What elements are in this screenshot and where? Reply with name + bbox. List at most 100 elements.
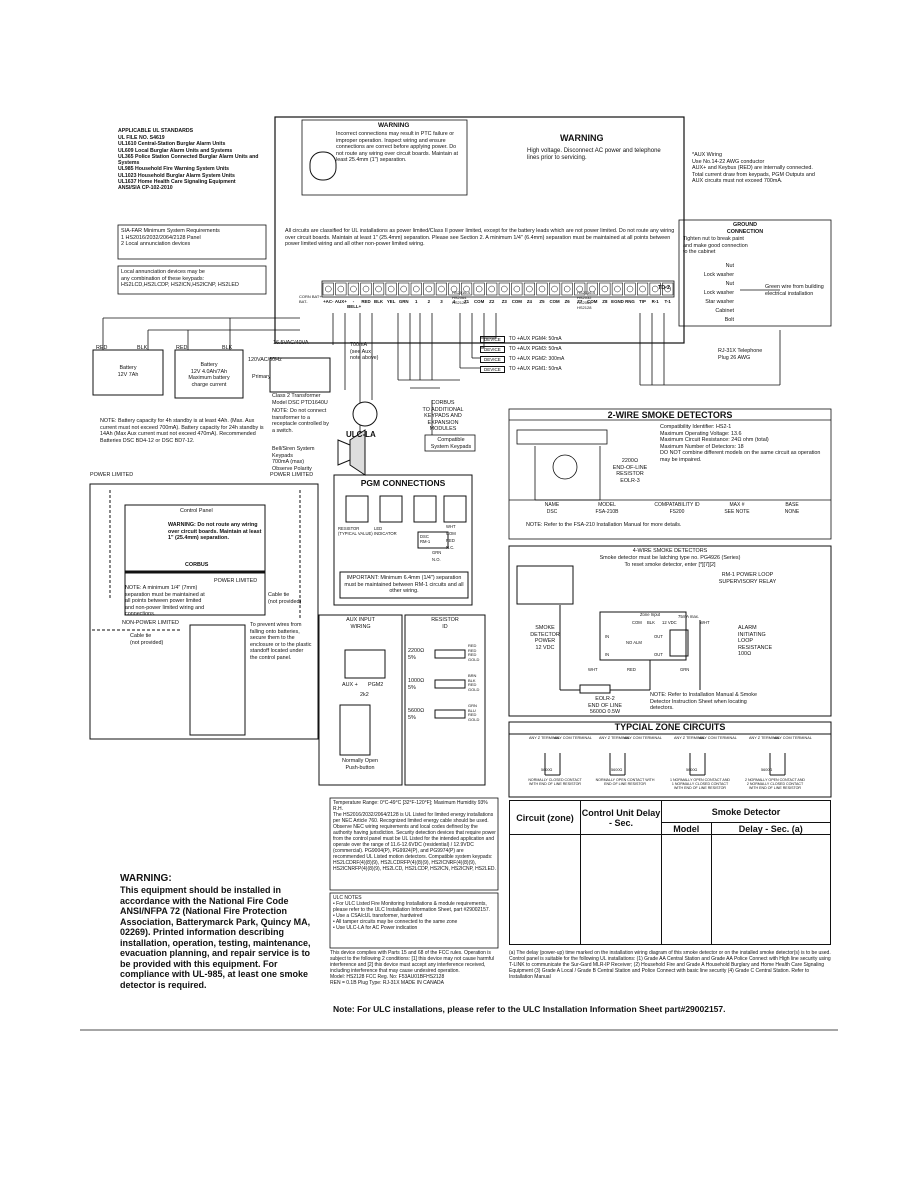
four-wire-label: IN: [605, 652, 610, 657]
zone-term-label: ANY Z TERMINAL: [749, 736, 781, 740]
four-wire-title: 4-WIRE SMOKE DETECTORS: [632, 548, 708, 554]
pgm-label: N.O.: [432, 557, 441, 562]
two-wire-table-value: SEE NOTE: [724, 509, 750, 515]
smoke-power-label: SMOKE DETECTOR POWER 12 VDC: [530, 625, 560, 651]
annunciation-devices: Local annunciation devices may be any co…: [121, 269, 239, 289]
big-warning-title: WARNING:: [120, 873, 172, 884]
terminal-screw-head: [337, 285, 345, 293]
terminal-screw-head: [362, 285, 370, 293]
resistor-id-title: RESISTOR ID: [431, 617, 459, 630]
rm1-relay-label: RM-1 POWER LOOP SUPERVISORY RELAY: [718, 572, 777, 585]
res2-bands: BRN BLK RED GOLD: [468, 673, 480, 692]
terminal-screw-head: [400, 285, 407, 293]
terminal-label: R-1: [651, 299, 659, 304]
zone-term-label: ANY COM TERMINAL: [554, 736, 592, 740]
terminal-label: RNG: [625, 299, 635, 304]
terminal-label: Z5: [539, 299, 545, 304]
terminal-screw-head: [526, 285, 533, 293]
two-wire-table-value: NONE: [784, 509, 800, 515]
pgm-label: COM: [446, 531, 456, 536]
zone-term-label: ANY COM TERMINAL: [699, 736, 737, 740]
terminal-label: 3: [440, 299, 443, 304]
res3-bands: GRN BLU RED GOLD: [468, 703, 480, 722]
res-2k2-label: 2k2: [360, 692, 369, 698]
zone-resistor-label: 5600Ω: [761, 768, 773, 772]
warning-top-text: Incorrect connections may result in PTC …: [336, 131, 458, 164]
ul-standard-item: UL985 Household Fire Warning System Unit…: [118, 166, 230, 173]
two-wire-table-header: MAX #: [729, 502, 745, 508]
terminal-label: Z4: [526, 299, 532, 304]
zone-term-label: ANY Z TERMINAL: [529, 736, 561, 740]
eolr2-label: EOLR-2 END OF LINE 5600Ω 0.5W: [588, 696, 622, 716]
terminal-label: +AC-: [323, 299, 334, 304]
zone-caption: NORMALLY OPEN CONTACT WITH END OF LINE R…: [595, 778, 655, 786]
ground-title: GROUND CONNECTION: [726, 222, 764, 235]
pgm-label: RESISTOR (TYPICAL VALUE): [338, 526, 373, 536]
bell-current-note: 700mA (see Aux note above): [350, 342, 379, 362]
two-wire-table-header: MODEL: [598, 502, 616, 508]
terminal-screw-head: [601, 285, 609, 293]
pgm-label: DSC RM-1: [420, 534, 431, 544]
zone-delay-table: Circuit (zone) Control Unit Delay - Sec.…: [509, 800, 832, 945]
four-wire-label: COM: [632, 620, 642, 625]
two-wire-table-header: COMPATABILITY ID: [654, 502, 700, 508]
pgm-label: LED INDICATOR: [374, 526, 397, 536]
terminal-label: COM: [549, 299, 560, 304]
terminal-screw-head: [425, 285, 433, 293]
four-wire-label: Zone Input: [640, 612, 661, 617]
two-wire-table-header: NAME: [544, 502, 560, 508]
temperature-note: Temperature Range: 0°C-49°C [32°F-120°F]…: [333, 800, 496, 872]
battery-note: NOTE: Battery capacity for 4h standby is…: [100, 418, 264, 444]
res1-value: 2200Ω 5%: [408, 648, 425, 661]
ulc-bottom-note: Note: For ULC installations, please refe…: [333, 1004, 726, 1014]
terminal-label: -BELL+: [347, 299, 362, 309]
four-wire-label: NO ALM: [626, 640, 642, 645]
ul-standard-item: UL1610 Central-Station Burglar Alarm Uni…: [118, 141, 226, 148]
terminal-label: Z1: [464, 299, 470, 304]
terminal-screw-head: [413, 285, 420, 293]
pgm-output-label: TO +AUX PGM4: 50mA: [508, 336, 562, 342]
terminal-label: Z7: [577, 299, 583, 304]
res1-bands: RED RED RED GOLD: [468, 643, 480, 662]
transformer-primary: Primary: [252, 374, 271, 380]
terminal-screw-head: [551, 285, 558, 293]
zone-caption: 1 NORMALLY OPEN CONTACT AND 1 NORMALLY C…: [669, 778, 731, 790]
terminal-label: BLK: [374, 299, 384, 304]
ground-text: Tighten nut to break paint and make good…: [683, 236, 748, 256]
aux-input-title: AUX INPUT WIRING: [346, 617, 375, 630]
aux-wiring-note: *AUX Wiring Use No.14-22 AWG conductor A…: [692, 152, 815, 185]
ground-part-label: Lock washer: [703, 272, 734, 278]
terminal-label: GRN: [398, 299, 409, 304]
two-wire-specs: Compatibility Identifier: HS2-1 Maximum …: [660, 424, 821, 463]
terminal-label: Z8: [602, 299, 608, 304]
four-wire-label: GRN: [680, 667, 690, 672]
delay-note: (a) The delay (power-up) time marked on …: [509, 950, 831, 980]
ul-standard-item: UL365 Police Station Connected Burglar A…: [118, 153, 259, 167]
terminal-label: RED: [361, 299, 371, 304]
terminal-screw-head: [501, 285, 508, 293]
four-wire-label: WHT: [588, 667, 598, 672]
ul-standard-item: UL1023 Household Burglar Alarm System Un…: [118, 172, 235, 179]
terminal-screw-head: [589, 285, 596, 293]
pl-prevent-note: To prevent wires from falling onto batte…: [250, 622, 312, 661]
ground-part-label: Lock washer: [703, 290, 734, 296]
compatible-keypads: Compatible System Keypads: [430, 437, 472, 450]
ground-part-label: Bolt: [724, 317, 734, 323]
th-model: Model: [661, 822, 712, 835]
transformer-note: NOTE: Do not connect transformer to a re…: [272, 408, 329, 434]
terminal-label: AUX+: [334, 299, 347, 304]
two-wire-note: NOTE: Refer to the FSA-210 Installation …: [526, 522, 682, 528]
ground-part-label: Nut: [725, 263, 734, 269]
zone-caption: NORMALLY CLOSED CONTACT WITH END OF LINE…: [528, 778, 582, 786]
terminal-screw-head: [639, 285, 646, 293]
ul-standard-item: ANSI/SIA CP-102-2010: [118, 185, 173, 192]
corbus-label: CORBUS TO ADDITIONAL KEYPADS AND EXPANSI…: [422, 400, 464, 433]
battery2-label: Battery 12V 4.0Ah/7Ah Maximum battery ch…: [188, 362, 230, 388]
terminal-screw-head: [375, 285, 382, 293]
push-button-label: Normally Open Push-button: [342, 758, 378, 771]
